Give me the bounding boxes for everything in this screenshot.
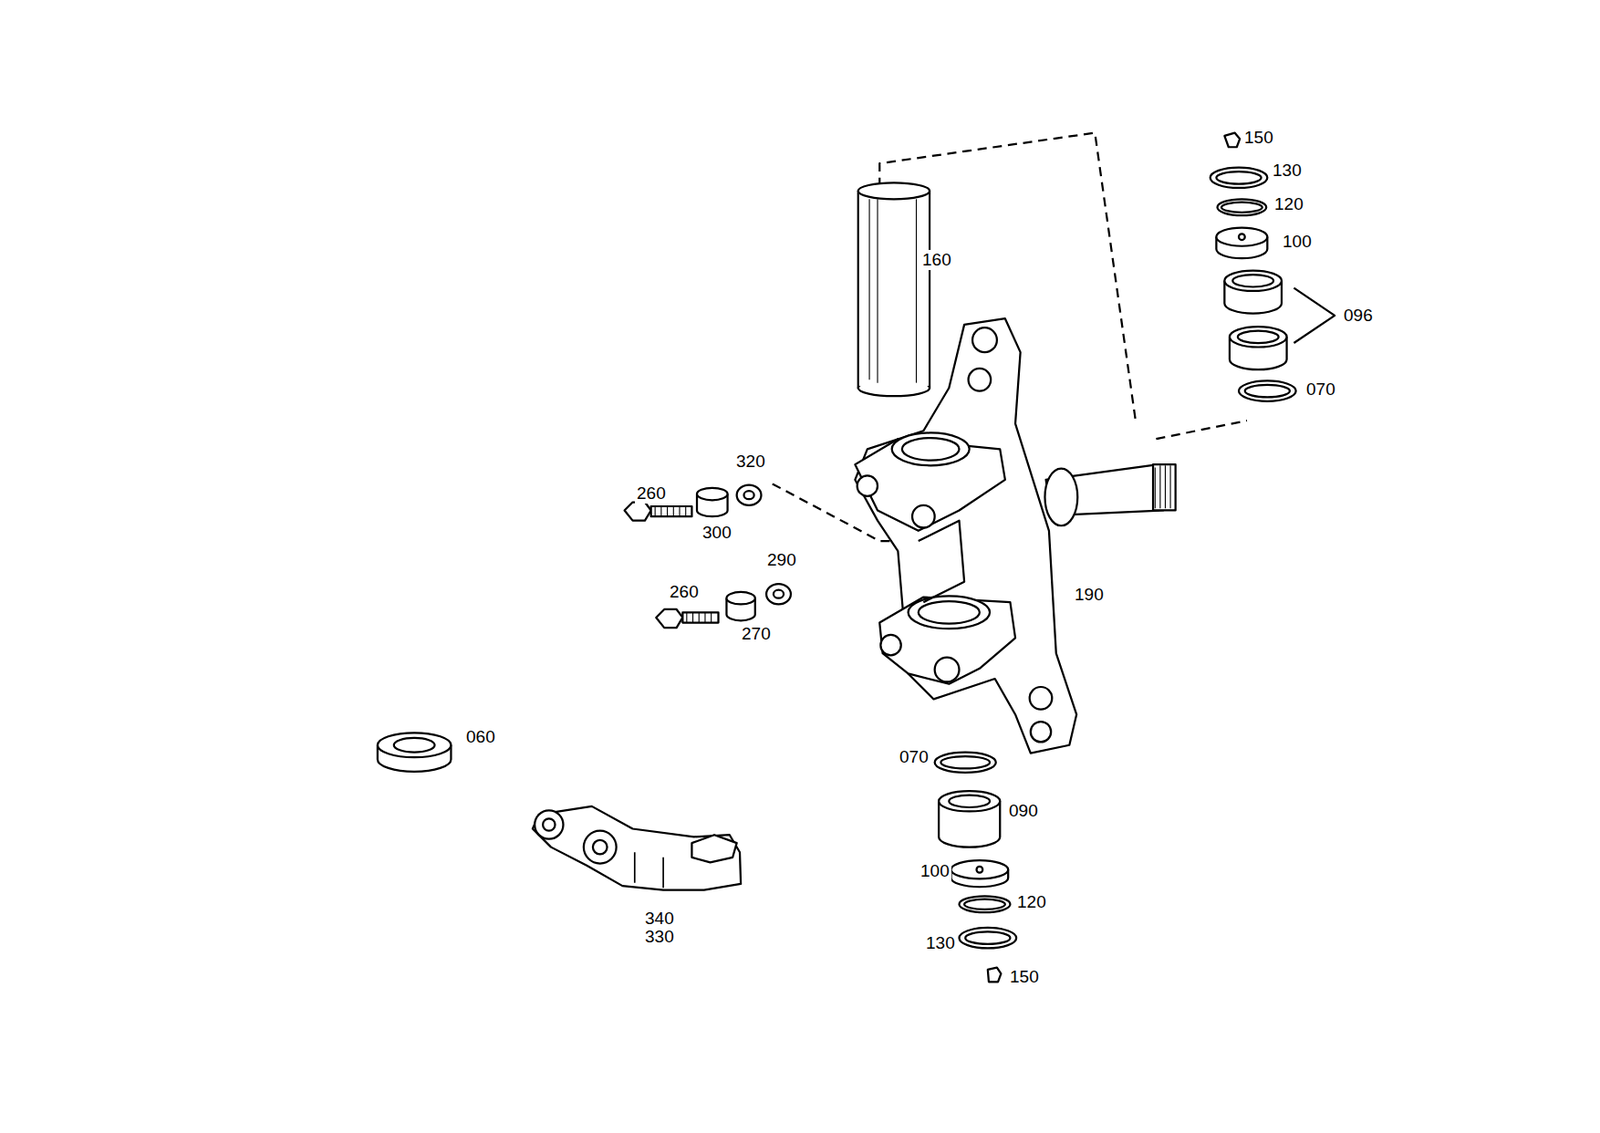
callout-number: 100 <box>1280 231 1314 252</box>
callout-number: 150 <box>1242 127 1276 148</box>
callout-number: 260 <box>667 581 701 603</box>
callout-number: 100 <box>918 861 952 882</box>
callout-number: 130 <box>924 933 957 954</box>
callout-number: 290 <box>765 550 799 571</box>
callout-number: 300 <box>700 522 734 543</box>
callout-number: 160 <box>920 249 954 271</box>
callout-number: 070 <box>897 747 931 768</box>
callout-number: 340 <box>643 908 676 929</box>
callout-number: 260 <box>634 483 668 504</box>
callout-number: 330 <box>643 926 676 947</box>
callout-number: 096 <box>1341 305 1375 326</box>
callout-number: 070 <box>1304 379 1338 400</box>
callout-number: 150 <box>1007 966 1041 988</box>
callout-number: 090 <box>1007 800 1040 821</box>
callout-number: 270 <box>739 623 773 645</box>
callout-number: 130 <box>1270 160 1304 181</box>
callout-number: 320 <box>734 451 768 472</box>
callout-number: 060 <box>464 727 498 748</box>
callout-number: 120 <box>1015 892 1049 913</box>
callout-number: 190 <box>1072 584 1106 605</box>
callout-number: 120 <box>1272 194 1306 215</box>
